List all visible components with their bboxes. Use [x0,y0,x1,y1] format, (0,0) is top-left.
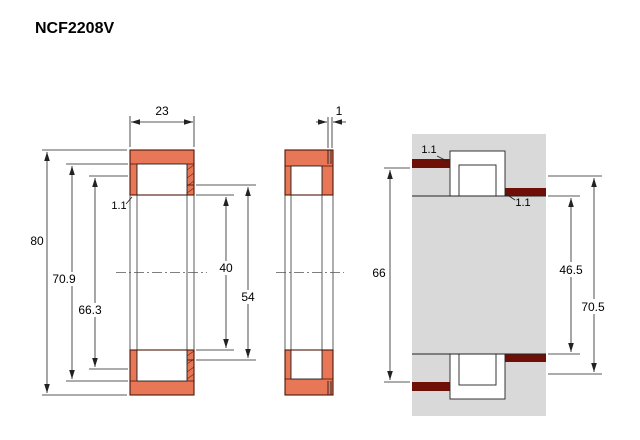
rollers [136,163,323,382]
dim-fillet-left-1-1: 1.1 [421,144,450,163]
dim-bore-40: 40 [196,194,238,351]
roller-top [136,163,188,196]
outer-ring-seat-bottom [412,382,450,391]
dim-label-40: 40 [219,261,233,275]
dim-66: 66 [372,167,410,383]
dim-66-3: 66.3 [73,175,128,370]
dim-label-66-3: 66.3 [78,303,102,317]
mid-flange-right-top [321,165,334,196]
dim-label-46-5: 46.5 [559,263,583,277]
mid-roller-bottom [290,349,323,380]
roller-bottom [136,349,188,382]
dim-70-9: 70.9 [48,163,128,382]
dim-label-80: 80 [30,234,44,248]
dim-70-5: 70.5 [548,175,613,375]
mounted-roller-sections [412,150,546,400]
dim-label-54: 54 [241,290,255,304]
dim-label-70-5: 70.5 [581,300,605,314]
dim-fillet-right-1-1: 1.1 [505,193,531,209]
mounted-ring-sections [412,159,546,391]
roller-box-bottom [458,353,497,386]
page-title: NCF2208V [35,20,114,37]
section-details [187,150,332,395]
dim-label-66: 66 [372,266,386,280]
dim-54: 54 [196,184,260,361]
hatching [186,164,195,380]
mid-roller-top [290,165,323,196]
dim-chamfer-1-1: 1.1 [111,196,133,212]
outer-ring-bottom [129,380,195,396]
dim-od-80: 80 [30,149,127,396]
dim-groove-1: 1 [316,104,346,148]
flange-left-bottom [129,349,138,382]
dim-width-23: 23 [129,104,195,147]
inner-ring-seat-top [505,188,546,196]
dim-label-fillet-left: 1.1 [421,144,436,156]
dim-label-23: 23 [155,104,169,118]
mid-flange-left-bottom [284,349,292,380]
dim-label-fillet-right: 1.1 [515,197,530,209]
dim-46-5: 46.5 [548,195,590,355]
mid-flange-right-bottom [321,349,334,380]
roller-box-top [458,164,497,197]
flange-left-top [129,163,138,196]
dim-label-70-9: 70.9 [52,272,76,286]
section-outlines [129,149,334,396]
dim-label-1: 1 [336,104,343,118]
mid-flange-left-top [284,165,292,196]
inner-ring-seat-bottom [505,354,546,362]
mid-outer-ring-bottom [284,378,334,396]
dim-label-chamfer: 1.1 [111,200,126,212]
mid-outer-ring-top [284,149,334,167]
outer-ring-seat-top [412,159,450,168]
outer-ring-top [129,149,195,165]
